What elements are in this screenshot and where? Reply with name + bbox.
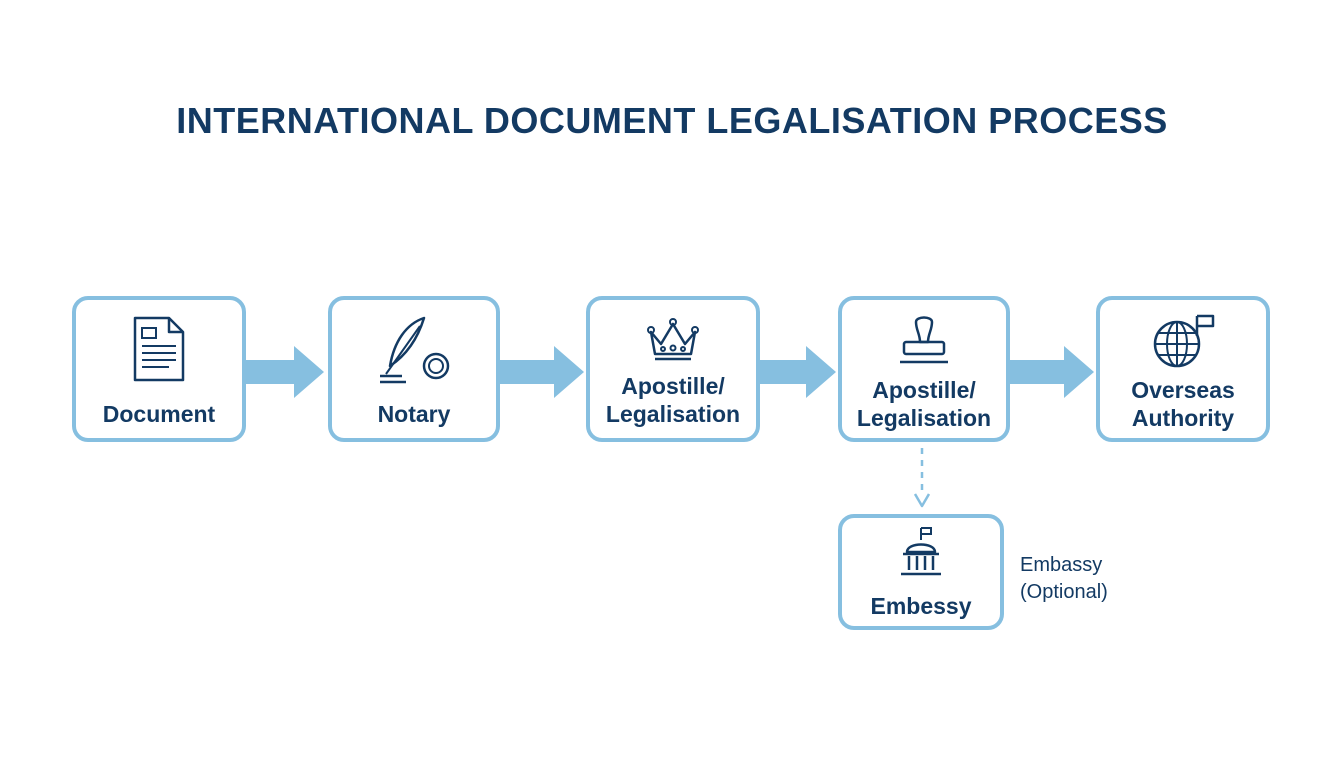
step-document-label: Document [102, 401, 216, 427]
stamp-icon [900, 316, 948, 364]
dashed-arrow-embassy [913, 448, 931, 508]
diagram-title: INTERNATIONAL DOCUMENT LEGALISATION PROC… [176, 100, 1168, 141]
crown-icon [647, 318, 699, 361]
step-apostille-1: Apostille/ Legalisation [586, 296, 760, 442]
arrow-2 [500, 346, 584, 398]
step-embassy-optional: Embessy [838, 514, 1004, 630]
globe-flag-icon [1153, 314, 1215, 368]
quill-seal-icon [380, 316, 450, 384]
arrow-3 [760, 346, 836, 398]
step-notary: Notary [328, 296, 500, 442]
arrow-4 [1010, 346, 1094, 398]
document-icon [133, 316, 185, 382]
step-embassy-label: Embessy [870, 593, 972, 619]
arrow-1 [246, 346, 324, 398]
step-overseas-authority-label: Overseas Authority [1131, 377, 1235, 431]
step-document: Document [72, 296, 246, 442]
step-overseas-authority: Overseas Authority [1096, 296, 1270, 442]
embassy-building-icon [901, 527, 941, 576]
embassy-optional-note: Embassy (Optional) [1020, 554, 1108, 603]
step-apostille-2-label: Apostille/ Legalisation [856, 377, 992, 431]
step-apostille-2: Apostille/ Legalisation [838, 296, 1010, 442]
step-apostille-1-label: Apostille/ Legalisation [605, 373, 741, 427]
step-notary-label: Notary [377, 401, 451, 427]
